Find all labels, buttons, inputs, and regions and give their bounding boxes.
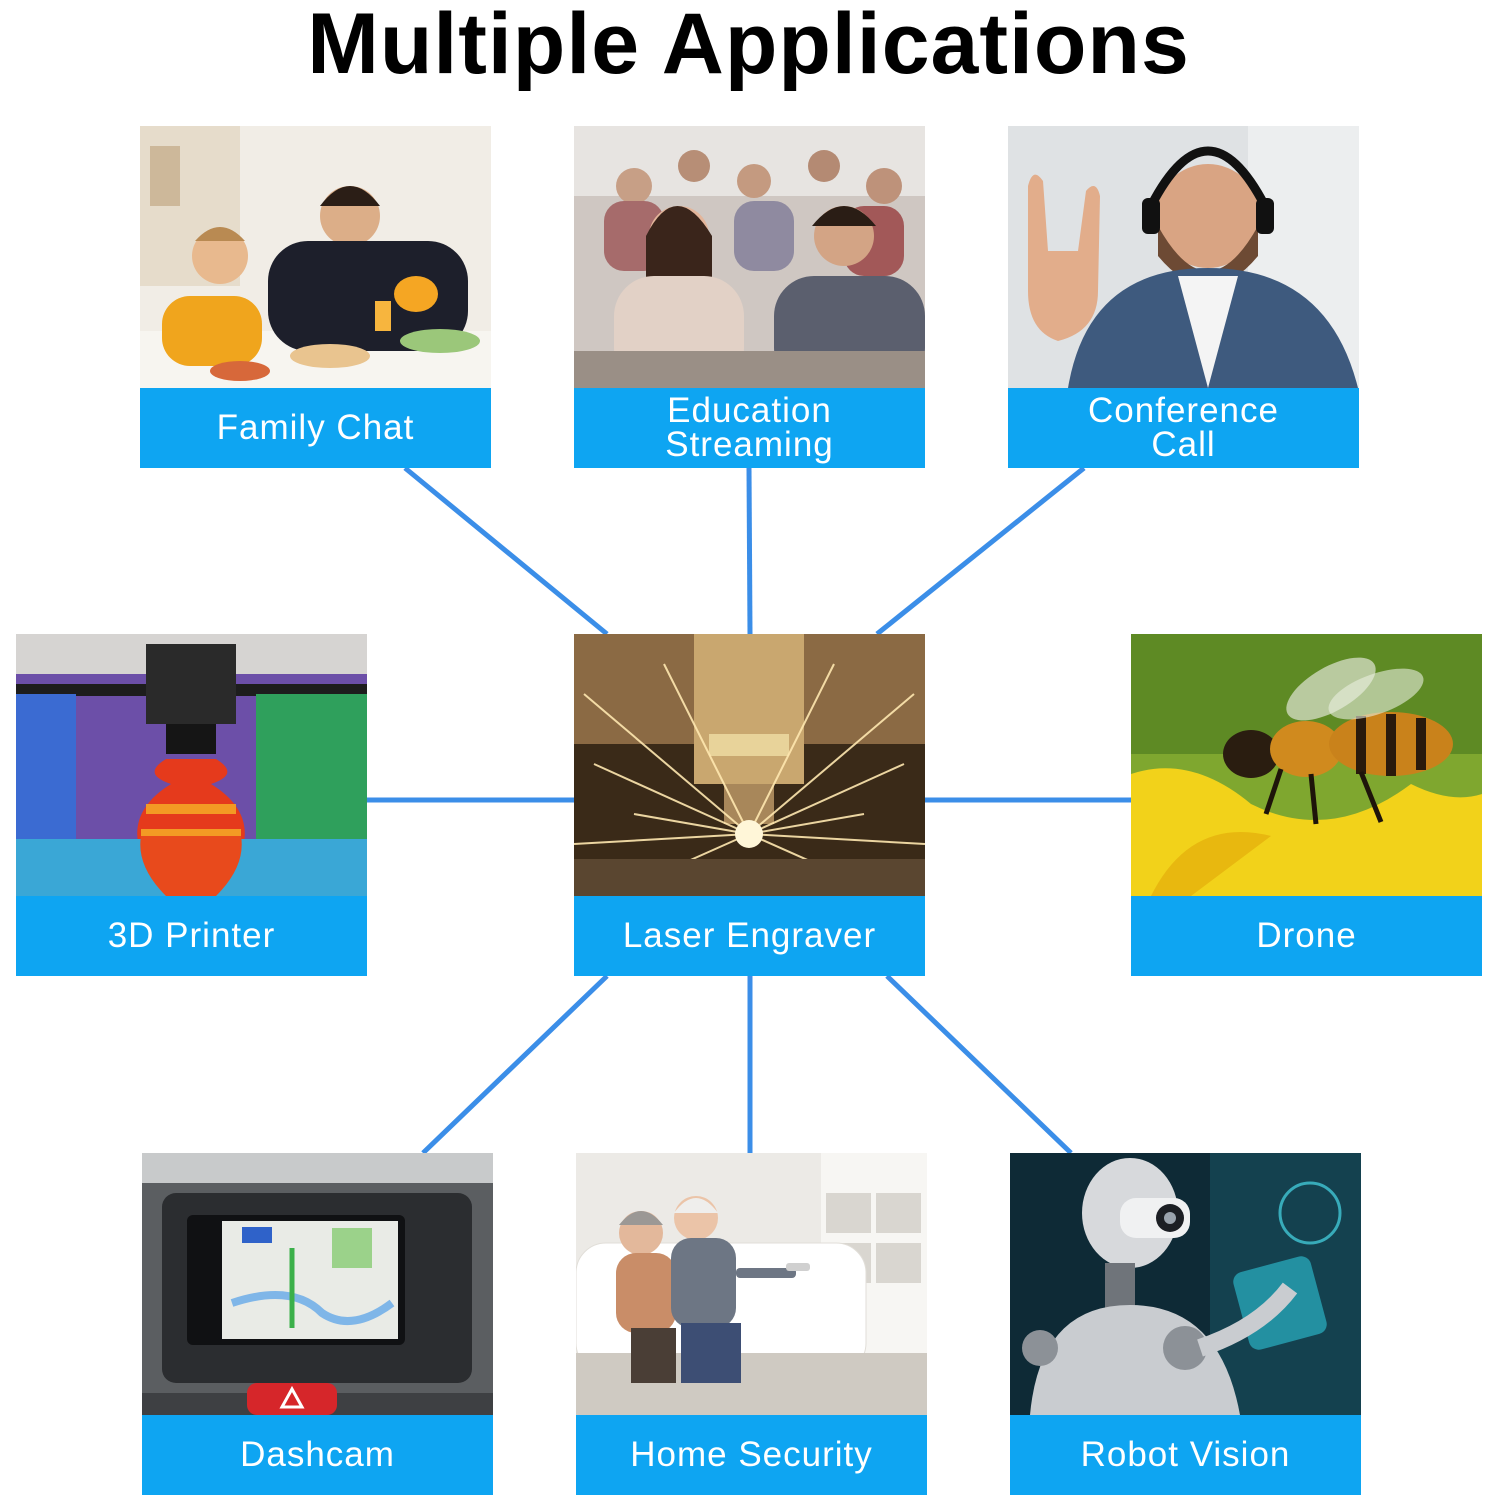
- connector-conference: [875, 466, 1086, 636]
- bee-on-flower-photo: [1131, 634, 1482, 896]
- label-conference-call: Conference Call: [1008, 388, 1359, 468]
- app-card-education-streaming: Education Streaming: [574, 126, 925, 468]
- app-card-laser-engraver: Laser Engraver: [574, 634, 925, 976]
- label-home-security: Home Security: [576, 1415, 927, 1495]
- app-card-home-security: Home Security: [576, 1153, 927, 1495]
- car-navigation-screen-photo: [142, 1153, 493, 1415]
- connector-education: [746, 467, 753, 635]
- app-card-family-chat: Family Chat: [140, 126, 491, 468]
- elderly-couple-sofa-photo: [576, 1153, 927, 1415]
- label-education-streaming: Education Streaming: [574, 388, 925, 468]
- page-title: Multiple Applications: [307, 0, 1190, 92]
- family-dining-photo: [140, 126, 491, 388]
- label-family-chat: Family Chat: [140, 388, 491, 468]
- app-card-robot-vision: Robot Vision: [1010, 1153, 1361, 1495]
- app-card-drone: Drone: [1131, 634, 1482, 976]
- label-3d-printer: 3D Printer: [16, 896, 367, 976]
- label-dashcam: Dashcam: [142, 1415, 493, 1495]
- connector-robot: [885, 974, 1073, 1155]
- label-drone: Drone: [1131, 896, 1482, 976]
- classroom-students-photo: [574, 126, 925, 388]
- headset-man-waving-photo: [1008, 126, 1359, 388]
- label-laser-engraver: Laser Engraver: [574, 896, 925, 976]
- label-robot-vision: Robot Vision: [1010, 1415, 1361, 1495]
- app-card-conference-call: Conference Call: [1008, 126, 1359, 468]
- app-card-3d-printer: 3D Printer: [16, 634, 367, 976]
- connector-family: [403, 466, 609, 636]
- app-card-dashcam: Dashcam: [142, 1153, 493, 1495]
- laser-cutter-sparks-photo: [574, 634, 925, 896]
- 3d-printer-vase-photo: [16, 634, 367, 896]
- connector-dashcam: [421, 974, 609, 1155]
- humanoid-robot-photo: [1010, 1153, 1361, 1415]
